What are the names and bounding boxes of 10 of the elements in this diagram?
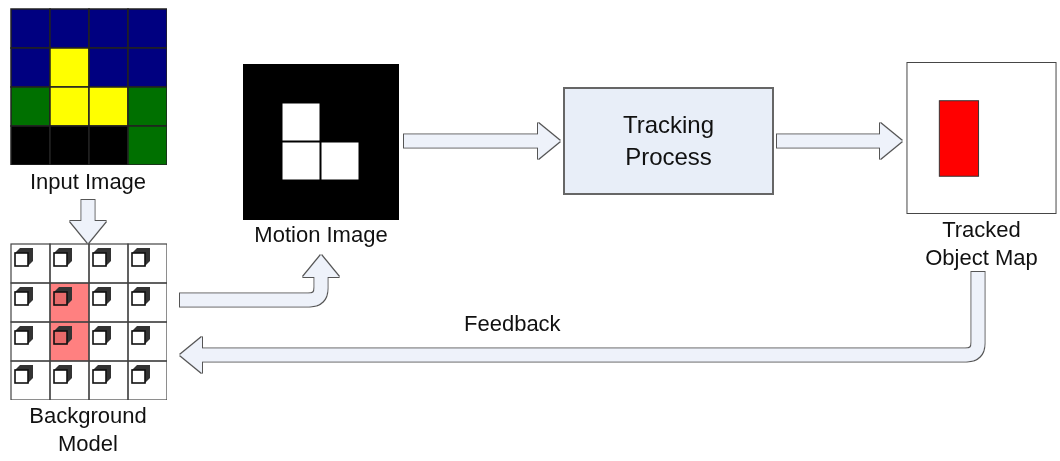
block-arrow	[777, 123, 902, 159]
image-label: Tracked Object Map	[924, 216, 1039, 272]
block-arrow	[404, 123, 560, 159]
process-box: Tracking Process	[563, 87, 774, 195]
image-label: Input Image	[29, 168, 147, 196]
block-arrow	[180, 272, 985, 373]
image-label: Motion Image	[254, 221, 388, 249]
block-arrow	[70, 200, 106, 243]
image-label: Background Model	[28, 402, 148, 458]
block-arrow	[180, 255, 339, 307]
